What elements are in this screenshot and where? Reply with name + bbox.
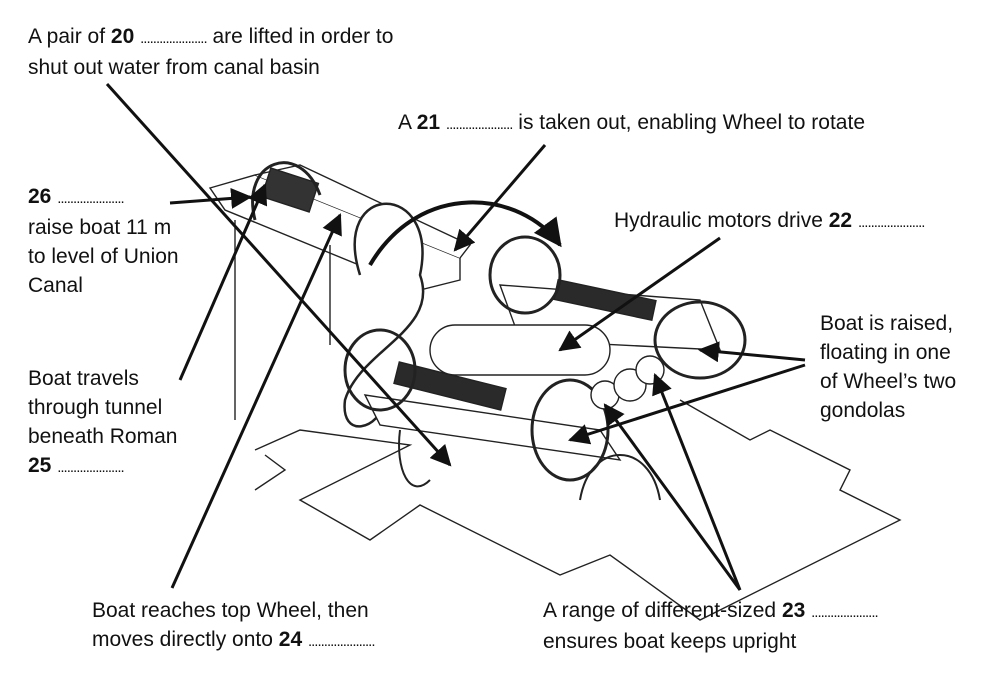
pointer-raised-b <box>567 363 806 445</box>
question-number-26: 26 <box>28 185 52 208</box>
answer-blank-23[interactable]: ..................... <box>811 604 879 621</box>
label-boat-raised: Boat is raised, floating in one of Wheel… <box>820 312 957 422</box>
answer-blank-25[interactable]: ..................... <box>57 459 125 476</box>
question-number-23: 23 <box>781 599 806 622</box>
pointer-q22 <box>558 236 721 352</box>
pointer-q24 <box>170 213 342 589</box>
answer-blank-24[interactable]: ..................... <box>307 633 376 650</box>
pointer-raised-a <box>697 341 806 363</box>
question-number-21: 21 <box>416 111 441 134</box>
answer-blank-20[interactable]: ..................... <box>140 30 208 47</box>
question-number-24: 24 <box>278 628 303 651</box>
answer-blank-22[interactable]: ..................... <box>857 214 926 231</box>
question-number-20: 20 <box>110 25 135 48</box>
pointer-q21 <box>453 144 547 252</box>
label-q26: 26 ..................... raise boat 11 m… <box>28 185 179 297</box>
pointer-q23-a <box>603 403 742 591</box>
lower-gondola <box>363 394 622 461</box>
question-number-22: 22 <box>828 209 853 232</box>
rotation-arrow <box>368 200 562 267</box>
answer-blank-26[interactable]: ..................... <box>57 190 125 207</box>
pointer-q23-b <box>652 373 742 591</box>
cog-3 <box>635 355 665 385</box>
label-q24: Boat reaches top Wheel, then moves direc… <box>92 599 376 651</box>
label-q20: A pair of 20 ..................... are l… <box>28 25 394 79</box>
pointer-q26 <box>169 187 253 209</box>
label-q23: A range of different-sized 23 ..........… <box>543 599 879 653</box>
pointer-q25 <box>178 183 268 381</box>
base-plate <box>254 399 902 621</box>
label-q22: Hydraulic motors drive 22 ..............… <box>614 209 926 232</box>
label-q25: Boat travels through tunnel beneath Roma… <box>28 367 178 477</box>
question-number-25: 25 <box>28 454 52 477</box>
pointer-q20 <box>105 82 452 467</box>
answer-blank-21[interactable]: ..................... <box>445 116 514 133</box>
label-q21: A 21 ..................... is taken out,… <box>398 111 865 134</box>
